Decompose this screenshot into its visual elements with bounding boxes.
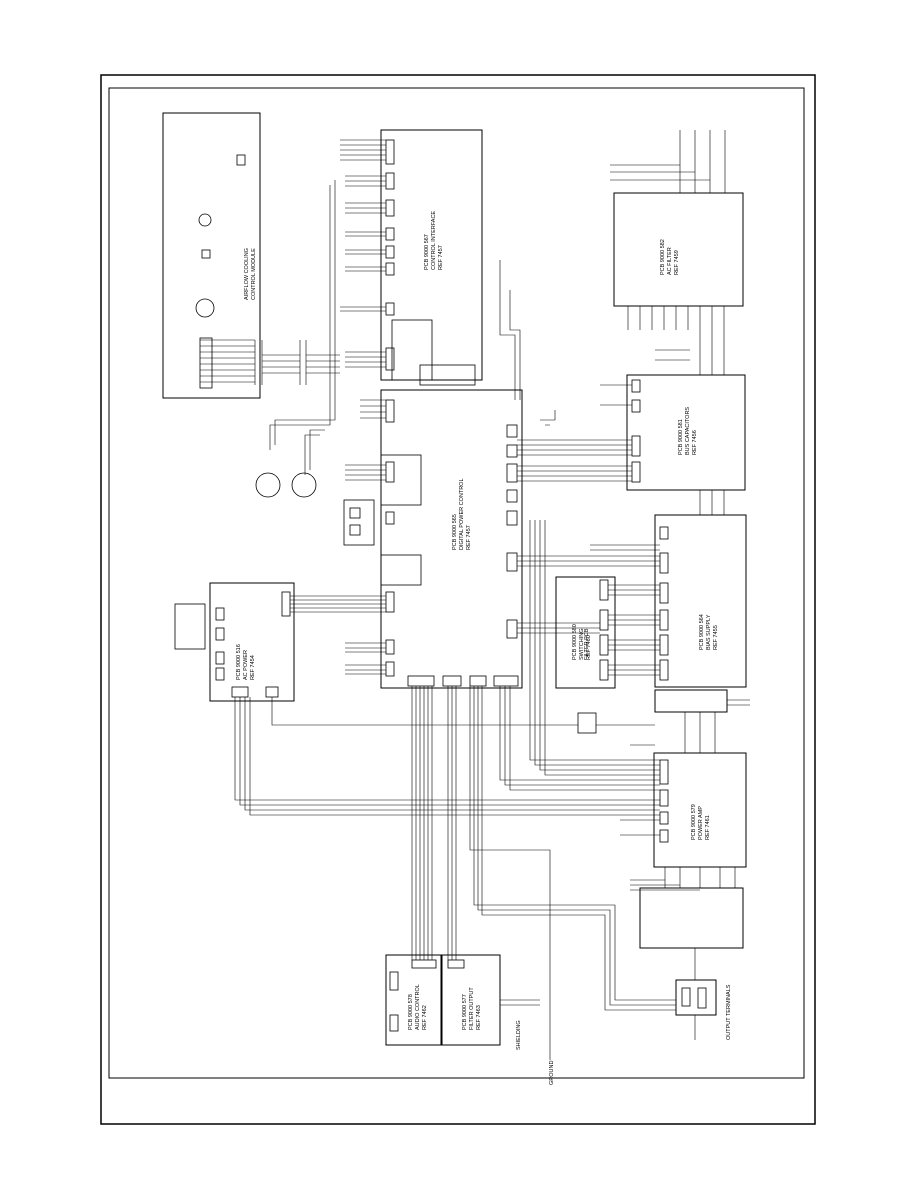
bus-capacitors-board xyxy=(626,374,746,491)
acf-pcb: PCB 9000 582 xyxy=(660,239,666,275)
fo-name: FILTER OUTPUT xyxy=(469,987,475,1030)
shielding-title: SHIELDING xyxy=(516,1020,522,1050)
bs-pcb: PCB 9000 564 xyxy=(699,614,705,650)
bc-ref: REF 7456 xyxy=(692,430,698,455)
audio-control-board xyxy=(385,954,442,1046)
board-labels: PCB 9000 567 CONTROL INTERFACE REF 7457 … xyxy=(236,211,732,1085)
module-box xyxy=(162,112,261,399)
output-title: OUTPUT TERMINALS xyxy=(726,984,732,1040)
output-label: OUTPUT TERMINALS xyxy=(726,984,732,1040)
acp-pcb: PCB 9000 516 xyxy=(236,644,242,680)
inner-border xyxy=(108,87,805,1079)
bs-ref: REF 7455 xyxy=(713,625,719,650)
sub-box-acp xyxy=(174,603,206,650)
sub-box-dp-1 xyxy=(380,454,422,506)
ac-name: AUDIO CONTROL xyxy=(415,984,421,1030)
ac-power-board xyxy=(209,582,295,702)
output-stage-box xyxy=(639,887,744,949)
pa-pcb: PCB 9000 579 xyxy=(691,804,697,840)
bias-transformer xyxy=(654,689,728,713)
ci-name: CONTROL INTERFACE xyxy=(431,211,437,270)
ground-title: GROUND xyxy=(549,1061,555,1085)
sw-pcb: PCB 9000 580 xyxy=(572,624,578,660)
control-interface-label: PCB 9000 567 CONTROL INTERFACE REF 7457 xyxy=(424,211,444,270)
digital-power-label: PCB 9000 565 DIGITAL POWER CONTROL REF 7… xyxy=(452,478,472,550)
acf-ref: REF 7459 xyxy=(674,250,680,275)
module-label: AIRFLOW COOLING CONTROL MODULE xyxy=(244,248,257,300)
ground-label: GROUND xyxy=(549,1061,555,1085)
bias-supply-board xyxy=(654,514,747,688)
acp-name: AC POWER xyxy=(243,650,249,680)
pa-ref: REF 7461 xyxy=(705,815,711,840)
filter-output-label: PCB 9000 577 FILTER OUTPUT REF 7463 xyxy=(462,987,482,1030)
sw-name: SWITCHING xyxy=(579,629,585,660)
round-connectors xyxy=(255,472,361,536)
acp-ref: REF 7454 xyxy=(250,655,256,680)
wiring xyxy=(200,130,750,1060)
acf-name: AC FILTER xyxy=(667,247,673,275)
switching-label: PCB 9000 580 SWITCHING REF 7460 xyxy=(572,624,592,660)
ci-pcb: PCB 9000 567 xyxy=(424,234,430,270)
module-components xyxy=(195,154,246,389)
sub-box-dp-2 xyxy=(343,499,375,546)
ac-pcb: PCB 9000 578 xyxy=(408,994,414,1030)
module-subtitle: CONTROL MODULE xyxy=(251,248,257,300)
bus-capacitors-label: PCB 9000 581 BUS CAPACITORS REF 7456 xyxy=(678,407,698,455)
bc-pcb: PCB 9000 581 xyxy=(678,419,684,455)
ac-ref: REF 7462 xyxy=(422,1005,428,1030)
audio-control-label: PCB 9000 578 AUDIO CONTROL REF 7462 xyxy=(408,984,428,1030)
terminal-box xyxy=(675,979,717,1016)
sw-ref: REF 7460 xyxy=(586,635,592,660)
outer-border xyxy=(100,74,816,1125)
dp-pcb: PCB 9000 565 xyxy=(452,514,458,550)
connector-blocks xyxy=(215,139,707,1032)
ac-power-label: PCB 9000 516 AC POWER REF 7454 xyxy=(236,644,256,680)
ci-ref: REF 7457 xyxy=(438,245,444,270)
fo-ref: REF 7463 xyxy=(476,1005,482,1030)
switching-board xyxy=(555,576,616,689)
ac-filter-board xyxy=(613,192,744,307)
module-title: AIRFLOW COOLING xyxy=(244,248,250,300)
digital-power-board xyxy=(380,389,523,689)
bias-supply-label: PCB 9000 564 BIAS SUPPLY REF 7455 xyxy=(699,614,719,650)
fp-name: FILTER PCB xyxy=(584,628,590,660)
pa-name: POWER AMP xyxy=(698,806,704,840)
fo-pcb: PCB 9000 577 xyxy=(462,994,468,1030)
ac-filter-label: PCB 9000 582 AC FILTER REF 7459 xyxy=(660,239,680,275)
dp-ref: REF 7457 xyxy=(466,525,472,550)
shielding-label: SHIELDING xyxy=(516,1020,522,1050)
filter-pcb-label: FILTER PCB xyxy=(584,628,590,660)
sub-box-dp-3 xyxy=(380,554,422,586)
sub-box-ci xyxy=(391,319,433,381)
power-amp-label: PCB 9000 579 POWER AMP REF 7461 xyxy=(691,804,711,840)
bc-name: BUS CAPACITORS xyxy=(685,407,691,455)
dp-name: DIGITAL POWER CONTROL xyxy=(459,478,465,550)
bs-name: BIAS SUPPLY xyxy=(706,614,712,650)
